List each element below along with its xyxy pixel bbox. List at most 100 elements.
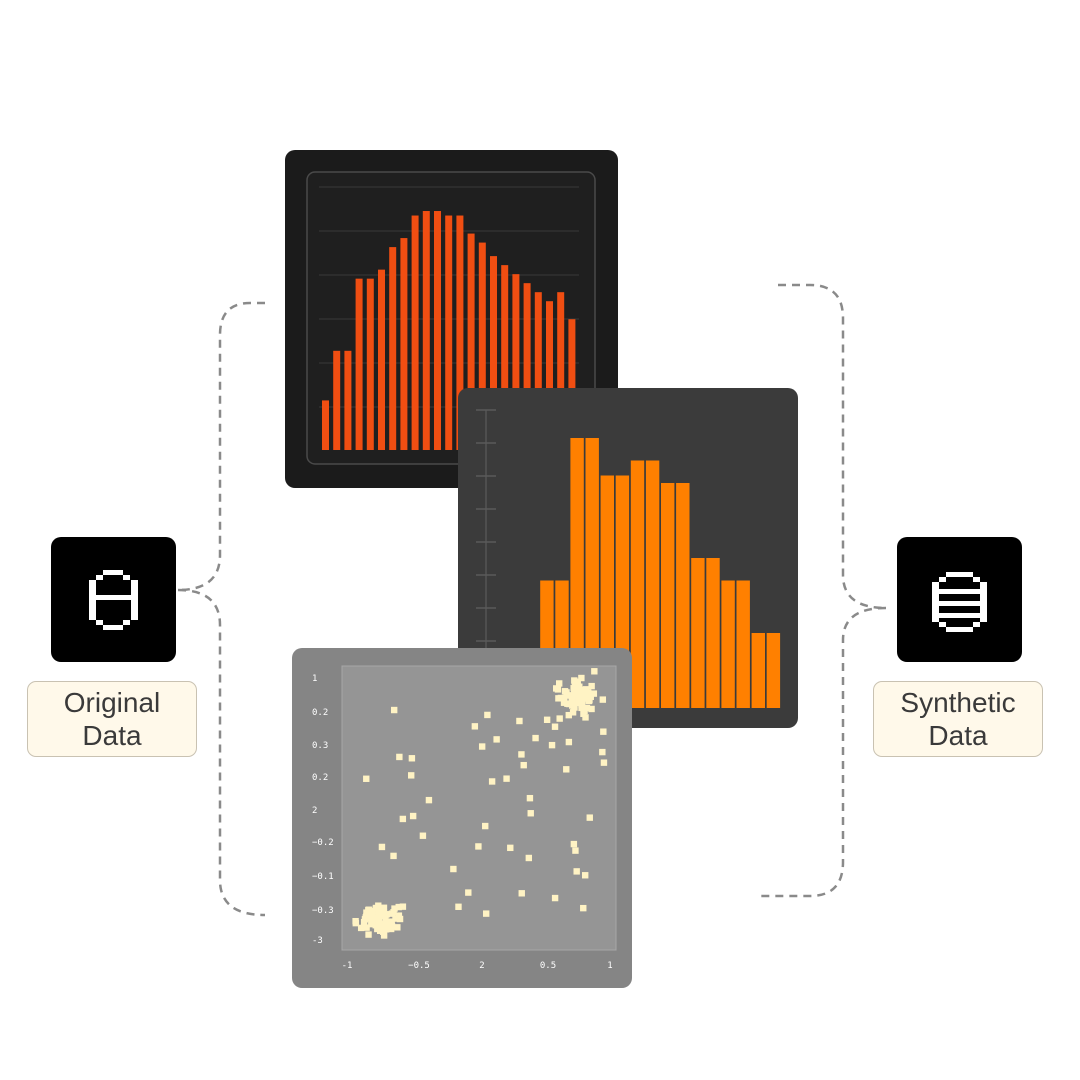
scatter-point	[525, 854, 533, 862]
scatter-point	[382, 926, 390, 933]
scatter-point	[599, 748, 606, 756]
scatter-point	[568, 696, 576, 704]
scatter-point	[363, 924, 370, 931]
hist1-bar	[478, 242, 486, 450]
scatter-point	[363, 775, 370, 782]
scatter-point	[377, 924, 384, 932]
scatter-point	[573, 868, 580, 875]
scatter-y-tick-label: 0.2	[312, 773, 328, 783]
scatter-point	[380, 932, 388, 939]
hist1-bar	[445, 215, 453, 450]
scatter-point	[520, 761, 527, 769]
scatter-point	[574, 693, 582, 701]
scatter-point	[560, 699, 568, 706]
scatter-point	[357, 924, 365, 932]
scatter-point	[561, 688, 569, 695]
scatter-point	[394, 924, 401, 931]
scatter-point	[573, 698, 580, 705]
scatter-point	[518, 890, 525, 897]
scatter-point	[565, 738, 573, 746]
scatter-point	[580, 710, 587, 717]
scatter-point	[471, 723, 479, 730]
scatter-point	[585, 695, 592, 702]
scatter-y-tick-label: −0.2	[312, 838, 334, 848]
scatter-y-tick-label: 0.3	[312, 741, 328, 751]
scatter-point	[450, 865, 457, 873]
original-bracket-bottom	[177, 588, 266, 917]
scatter-point	[395, 912, 403, 919]
scatter-y-tick-label: −0.1	[312, 872, 334, 882]
scatter-point	[590, 690, 598, 697]
scatter-point	[399, 903, 407, 910]
scatter-point	[588, 705, 595, 713]
scatter-point	[578, 704, 585, 712]
scatter-point	[543, 716, 551, 723]
scatter-point	[578, 687, 585, 694]
scatter-y-tick-label: −0.3	[312, 906, 334, 916]
hist1-bar	[501, 265, 509, 450]
hist1-bar	[344, 350, 352, 450]
hist2-bar	[736, 580, 750, 708]
scatter-point	[556, 715, 563, 722]
scatter-point	[600, 728, 607, 735]
scatter-x-tick-label: -1	[342, 961, 353, 971]
hist1-bar	[467, 233, 475, 450]
hist2-bar	[570, 438, 584, 708]
scatter-point	[527, 810, 534, 817]
scatter-point	[570, 840, 578, 848]
scatter-point	[507, 844, 514, 852]
scatter-point	[578, 700, 586, 707]
scatter-point	[419, 832, 427, 839]
scatter-point	[372, 919, 380, 926]
scatter-point	[390, 706, 398, 714]
scatter-point	[482, 910, 490, 917]
hist1-bar	[400, 238, 408, 450]
hist1-bar	[512, 274, 520, 450]
original-data-text: Original Data	[63, 687, 161, 751]
scatter-y-tick-label: -3	[312, 936, 323, 946]
scatter-point	[482, 822, 489, 830]
synthetic-data-icon-box	[897, 537, 1022, 662]
hist1-bar	[333, 350, 341, 450]
scatter-point	[578, 674, 585, 682]
scatter-point	[569, 702, 576, 709]
scatter-point	[571, 686, 578, 693]
scatter-point	[503, 775, 510, 782]
scatter-point	[365, 931, 372, 938]
original-bracket-top	[177, 301, 265, 592]
scatter-point	[352, 919, 360, 927]
scatter-point	[580, 904, 587, 912]
scatter-point	[478, 743, 486, 750]
scatter-y-tick-label: 1	[312, 674, 317, 684]
scatter-point	[551, 894, 559, 902]
synthetic-data-text: Synthetic Data	[900, 687, 1016, 751]
scatter-point	[388, 923, 396, 930]
scatter-point	[571, 677, 578, 684]
scatter-point	[554, 686, 562, 693]
scatter-point	[391, 905, 398, 912]
hist1-bar	[366, 278, 374, 450]
scatter-point	[399, 815, 407, 823]
hist1-bar	[523, 283, 531, 450]
scatter-y-tick-label: 2	[312, 806, 317, 816]
scatter-point	[600, 759, 608, 766]
scatter-point	[408, 772, 415, 779]
scatter-point	[369, 913, 376, 920]
hist1-bar	[546, 301, 553, 450]
hist1-bar	[490, 256, 497, 450]
hist2-bar	[706, 558, 720, 708]
scatter-point	[591, 668, 598, 675]
hist1-bar	[557, 292, 565, 450]
scatter-point	[408, 755, 416, 762]
scatter-point	[455, 903, 462, 910]
hist1-bar	[322, 400, 329, 450]
database-icon	[89, 570, 138, 630]
scatter-point	[369, 919, 376, 926]
scatter-point	[484, 711, 491, 719]
scatter-point	[572, 847, 579, 854]
hist1-bar	[422, 211, 430, 450]
scatter-point	[561, 694, 568, 702]
scatter-y-tick-label: 0.2	[312, 708, 328, 718]
